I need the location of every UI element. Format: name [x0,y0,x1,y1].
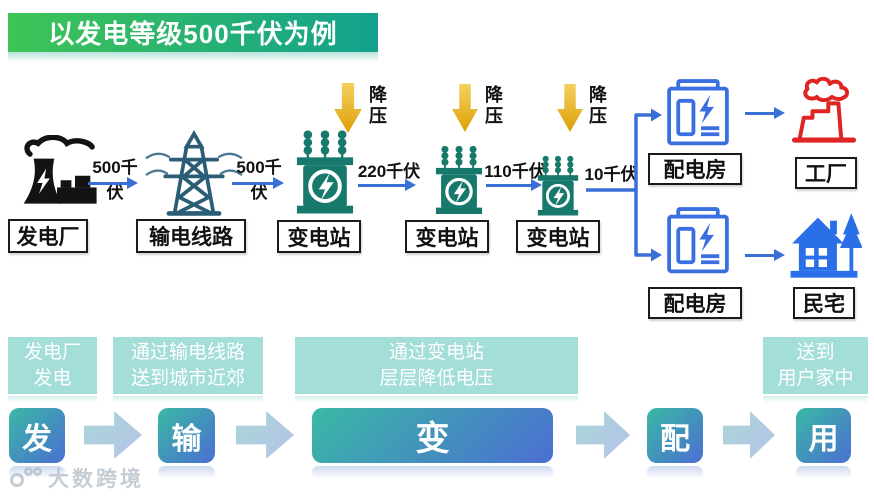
caption-line: 发电厂 [23,341,81,363]
factory-icon [788,72,860,152]
arrow-to-factory [745,107,785,119]
distribution-label-1: 配电房 [648,153,742,185]
distribution-label-2: 配电房 [648,287,742,319]
caption-line: 发电 [33,367,72,389]
lines-label: 输电线路 [136,219,246,253]
watermark-text: 大数跨境 [48,468,144,491]
arrow-to-home [745,249,785,261]
caption-transmission: 通过输电线路 送到城市近郊 [113,337,263,403]
stepdown-arrow-icon-2 [452,84,478,132]
substation-label-3: 变电站 [516,220,600,253]
stepdown-label-3: 降压 [587,85,607,127]
plant-label: 发电厂 [8,219,88,253]
caption-delivery: 送到 用户家中 [763,337,868,403]
flow-arrow-1 [88,177,138,189]
flow-arrow-2 [232,177,284,189]
transmission-tower-icon [143,126,245,223]
flow-arrow-3 [358,179,416,191]
voltage-label-2: 500千伏 [236,158,282,202]
chevron-arrow-icon-4 [723,411,775,459]
stepdown-label-1: 降压 [367,85,387,127]
caption-line: 用户家中 [777,367,854,389]
voltage-label-3: 220千伏 [357,162,421,181]
substation-label-2: 变电站 [405,220,489,253]
caption-line: 通过输电线路 [130,341,245,363]
voltage-label-4: 110千伏 [484,162,546,181]
caption-line: 层层降低电压 [379,367,494,389]
distribution-room-icon-2 [660,206,736,279]
substation-label-1: 变电站 [277,220,361,253]
home-label: 民宅 [793,287,855,319]
caption-line: 送到 [796,341,835,363]
chevron-arrow-icon-1 [84,411,142,459]
branch-connector [580,103,675,268]
caption-line: 通过变电站 [388,341,484,363]
chevron-arrow-icon-2 [236,411,294,459]
transformer-icon-2 [427,142,491,222]
stepdown-label-2: 降压 [483,85,503,127]
caption-line: 送到城市近郊 [130,367,245,389]
distribution-room-icon-1 [660,78,736,151]
flow-arrow-4 [486,179,542,191]
stage-transmit: 输 [158,408,215,479]
stage-generate: 发 [9,408,65,479]
home-icon [786,208,863,282]
factory-label: 工厂 [795,157,857,189]
stepdown-arrow-icon-1 [334,83,362,133]
transformer-icon-1 [286,127,364,222]
stage-distribute: 配 [647,408,703,479]
voltage-label-1: 500千伏 [92,158,138,202]
transformer-icon-3 [530,153,586,222]
stage-use: 用 [796,408,851,479]
chevron-arrow-icon-3 [576,411,630,459]
watermark: 大数跨境 [8,463,144,493]
watermark-logo-icon [8,467,42,489]
caption-generation: 发电厂 发电 [8,337,97,403]
caption-substation: 通过变电站 层层降低电压 [295,337,578,403]
stage-transform: 变 [312,408,553,479]
power-plant-icon [12,134,102,221]
page-title: 以发电等级500千伏为例 [8,13,378,62]
voltage-label-5: 10千伏 [584,165,638,184]
